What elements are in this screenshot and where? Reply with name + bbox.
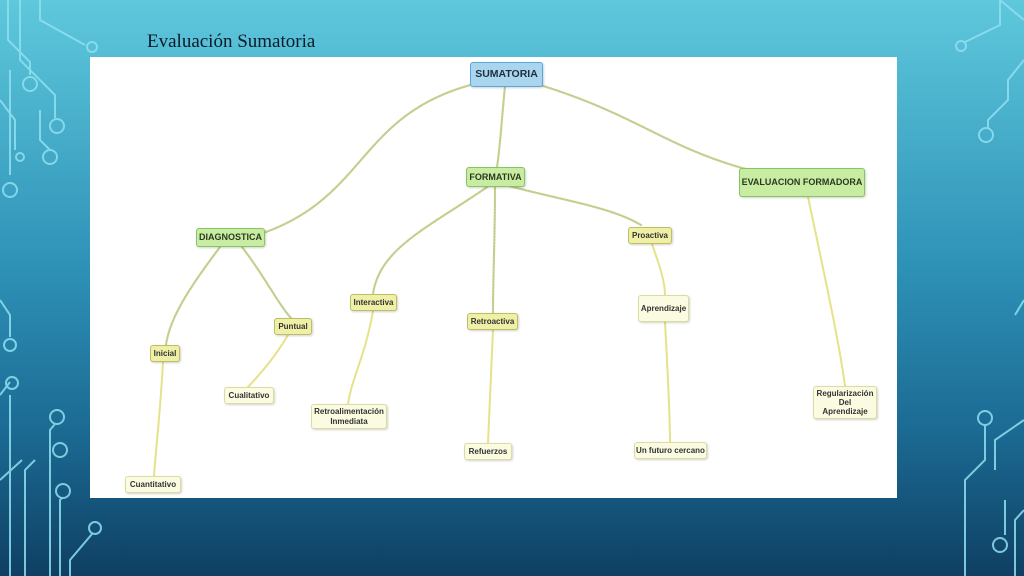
edge-sumatoria-formativa (495, 84, 507, 169)
node-cualitativo: Cualitativo (224, 387, 274, 404)
node-inicial: Inicial (150, 345, 180, 362)
node-retroactiva: Retroactiva (467, 313, 518, 330)
node-cuantitativo: Cuantitativo (125, 476, 181, 493)
edge-interactiva-retroalimentacion (347, 310, 374, 405)
edge-formativa-retroactiva (491, 183, 497, 315)
edge-proactiva-aprendizaje (651, 243, 666, 296)
concept-map-panel: SUMATORIA FORMATIVA EVALUACION FORMADORA… (90, 57, 897, 498)
concept-map-edges (153, 80, 846, 477)
edge-aprendizaje-futuro (664, 321, 671, 443)
node-formativa: FORMATIVA (466, 167, 525, 187)
edge-diagnostica-inicial (164, 245, 222, 347)
node-retroalimentacion-inmediata: Retroalimentación Inmediata (311, 404, 387, 429)
edge-formativa-interactiva (371, 183, 492, 296)
node-evaluacion-formadora: EVALUACION FORMADORA (739, 168, 865, 197)
node-sumatoria: SUMATORIA (470, 62, 543, 87)
edge-evaluacion-regularizacion (807, 196, 846, 387)
node-refuerzos: Refuerzos (464, 443, 512, 460)
edge-diagnostica-puntual (240, 245, 294, 321)
node-diagnostica: DIAGNOSTICA (196, 228, 265, 247)
edge-sumatoria-evaluacion (528, 80, 792, 181)
edge-puntual-cualitativo (247, 334, 289, 388)
node-puntual: Puntual (274, 318, 312, 335)
slide-title: Evaluación Sumatoria (147, 31, 316, 52)
node-proactiva: Proactiva (628, 227, 672, 244)
edge-sumatoria-diagnostica (238, 82, 476, 242)
node-interactiva: Interactiva (350, 294, 397, 311)
edge-formativa-proactiva (503, 183, 643, 227)
edge-retroactiva-refuerzos (487, 329, 494, 444)
node-regularizacion-del-aprendizaje: Regularización Del Aprendizaje (813, 386, 877, 419)
node-aprendizaje: Aprendizaje (638, 295, 689, 322)
edge-inicial-cuantitativo (153, 361, 164, 477)
node-un-futuro-cercano: Un futuro cercano (634, 442, 707, 459)
